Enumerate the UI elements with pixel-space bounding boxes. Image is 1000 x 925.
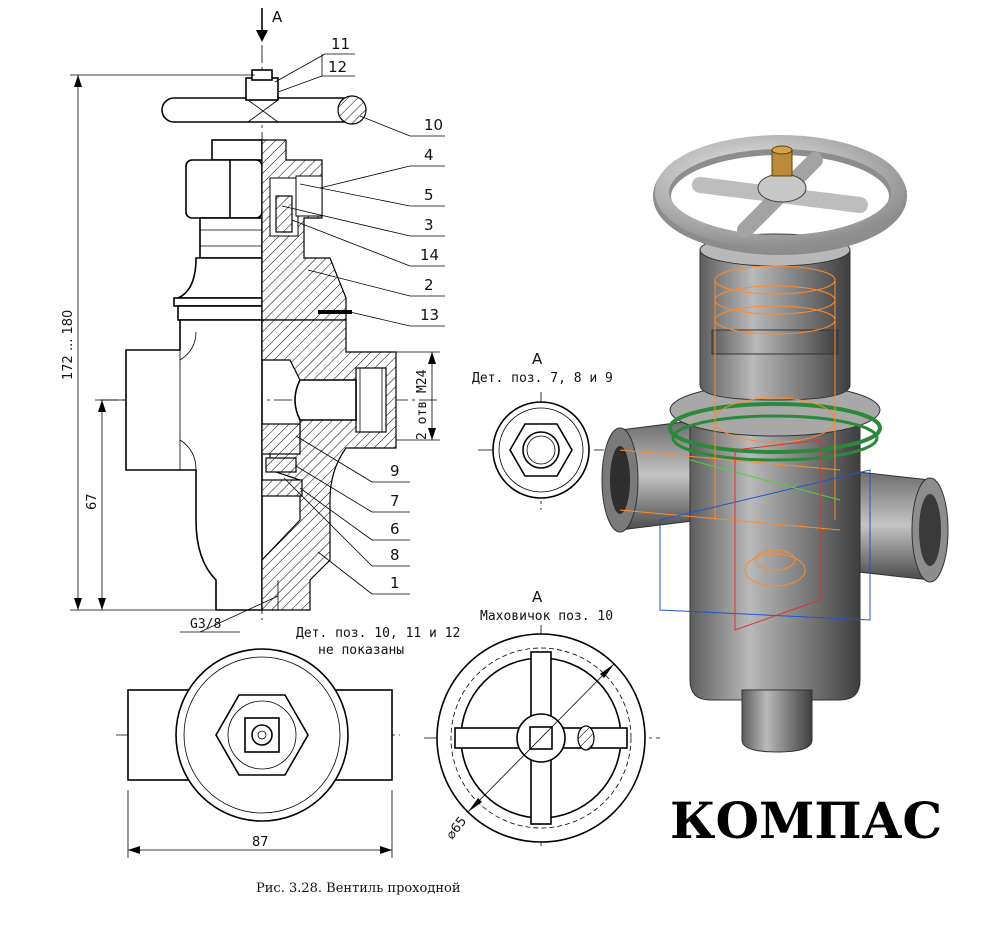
callout-1: 1 — [390, 574, 400, 592]
thread-label: G3/8 — [190, 617, 221, 632]
bonnet-left — [173, 139, 263, 321]
handle — [161, 69, 367, 125]
callout-6: 6 — [390, 520, 400, 538]
callout-13: 13 — [420, 306, 439, 324]
detail-view-a: А Дет. поз. 7, 8 и 9 — [472, 350, 613, 510]
handwheel-view: А Маховичок поз. 10 ⌀65 — [424, 588, 660, 850]
callout-3: 3 — [424, 216, 434, 234]
dim-width: 87 — [252, 835, 269, 850]
callout-2: 2 — [424, 276, 434, 294]
callout-5: 5 — [424, 186, 434, 204]
detail-view-subtitle: Дет. поз. 7, 8 и 9 — [472, 371, 613, 386]
sectional-view: A — [61, 8, 445, 633]
dim-overall-height: 172 ... 180 — [61, 310, 76, 380]
valve-body — [125, 319, 397, 611]
handwheel-title: А — [532, 588, 543, 606]
brand-label: КОМПАС — [670, 791, 942, 850]
dim-lower-height: 67 — [85, 493, 100, 510]
top-view: 87 Дет. поз. 10, 11 и 12 не показаны — [116, 626, 460, 858]
callout-8: 8 — [390, 546, 400, 564]
dim-diameter: ⌀65 — [443, 814, 470, 842]
handwheel-subtitle: Маховичок поз. 10 — [480, 609, 613, 624]
note-line-1: Дет. поз. 10, 11 и 12 — [296, 626, 460, 641]
callout-9: 9 — [390, 462, 400, 480]
valve-3d-model — [601, 135, 949, 753]
bonnet-section — [261, 139, 352, 321]
detail-view-title: А — [532, 350, 543, 368]
callout-14: 14 — [420, 246, 439, 264]
callout-11: 11 — [331, 35, 350, 53]
dimensions: 172 ... 180 67 2 отв М24 G3/8 — [61, 74, 440, 633]
note-line-2: не показаны — [318, 643, 404, 658]
callouts: 11 12 10 4 5 3 14 2 13 — [274, 35, 445, 595]
callout-4: 4 — [424, 146, 434, 164]
dim-holes: 2 отв М24 — [415, 369, 430, 440]
callout-12: 12 — [328, 58, 347, 76]
callout-10: 10 — [424, 116, 443, 134]
callout-7: 7 — [390, 492, 400, 510]
figure-caption: Рис. 3.28. Вентиль проходной — [256, 881, 461, 896]
view-arrow-label: A — [272, 8, 283, 26]
